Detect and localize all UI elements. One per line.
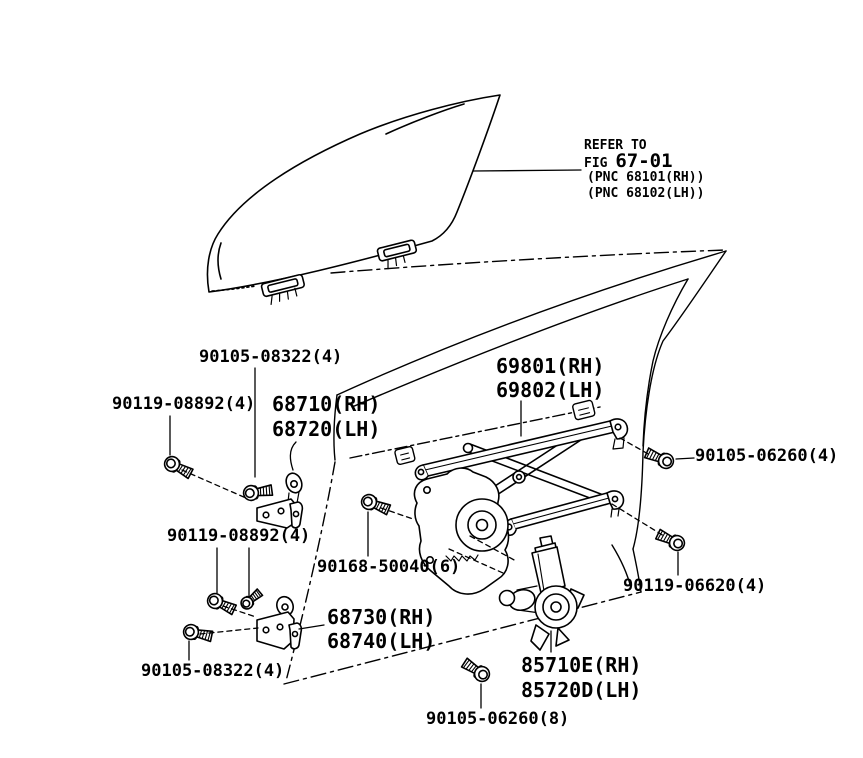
part-label-85710E: 85710E(RH) (521, 653, 642, 677)
part-label-90105-08322-top: 90105-08322(4) (199, 347, 343, 367)
bolt-icon (161, 453, 195, 482)
regulator-motor-drawing (500, 536, 585, 650)
part-label-85720D: 85720D(LH) (521, 678, 642, 702)
part-label-68740: 68740(LH) (327, 629, 436, 653)
part-label-68730: 68730(RH) (327, 605, 436, 629)
part-label-90119-08892-lower: 90119-08892(4) (167, 526, 311, 546)
alignment-dashes (182, 438, 664, 634)
part-label-90119-06620: 90119-06620(4) (623, 576, 767, 596)
part-label-90119-08892-upper: 90119-08892(4) (112, 394, 256, 414)
bolt-icon (642, 445, 677, 472)
door-glass-drawing (207, 95, 500, 306)
part-label-68720: 68720(LH) (272, 417, 381, 441)
refer-note-pnc-lh: (PNC 68102(LH)) (587, 186, 705, 201)
belt-clip-rear (572, 400, 595, 420)
bolt-icon (358, 491, 393, 518)
regulator-upper-rail (415, 419, 627, 480)
belt-clip-front (394, 446, 415, 465)
part-label-90105-06260-bottom: 90105-06260(8) (426, 709, 570, 729)
refer-fig-number: 67-01 (615, 150, 673, 172)
refer-note-pnc-rh: (PNC 68101(RH)) (587, 170, 705, 185)
bolt-icon (204, 590, 238, 618)
refer-fig-prefix: FIG (584, 156, 608, 171)
regulator-gear-plate (414, 468, 508, 594)
upper-hinge-drawing (241, 471, 305, 528)
refer-note-line2: FIG 67-01 (584, 152, 673, 171)
window-regulator-drawing (414, 419, 627, 594)
glass-bracket-front (377, 240, 419, 271)
refer-note-line1: REFER TO (584, 138, 647, 153)
part-label-90105-06260-right: 90105-06260(4) (695, 446, 839, 466)
bolt-icon (241, 481, 274, 503)
part-label-90105-08322-bottom: 90105-08322(4) (141, 661, 285, 681)
part-label-69802: 69802(LH) (496, 378, 605, 402)
door-panel-outline (284, 250, 726, 684)
bolt-icon (238, 587, 265, 612)
bolt-icon (654, 526, 688, 554)
leader-lines (170, 170, 694, 708)
part-label-90168-50040: 90168-50040(6) (317, 557, 461, 577)
bolt-icon (459, 655, 494, 686)
part-label-68710: 68710(RH) (272, 392, 381, 416)
glass-bracket-rear (261, 274, 307, 306)
lower-hinge-drawing (238, 587, 302, 649)
regulator-lower-rail (504, 491, 624, 535)
part-label-69801: 69801(RH) (496, 354, 605, 378)
